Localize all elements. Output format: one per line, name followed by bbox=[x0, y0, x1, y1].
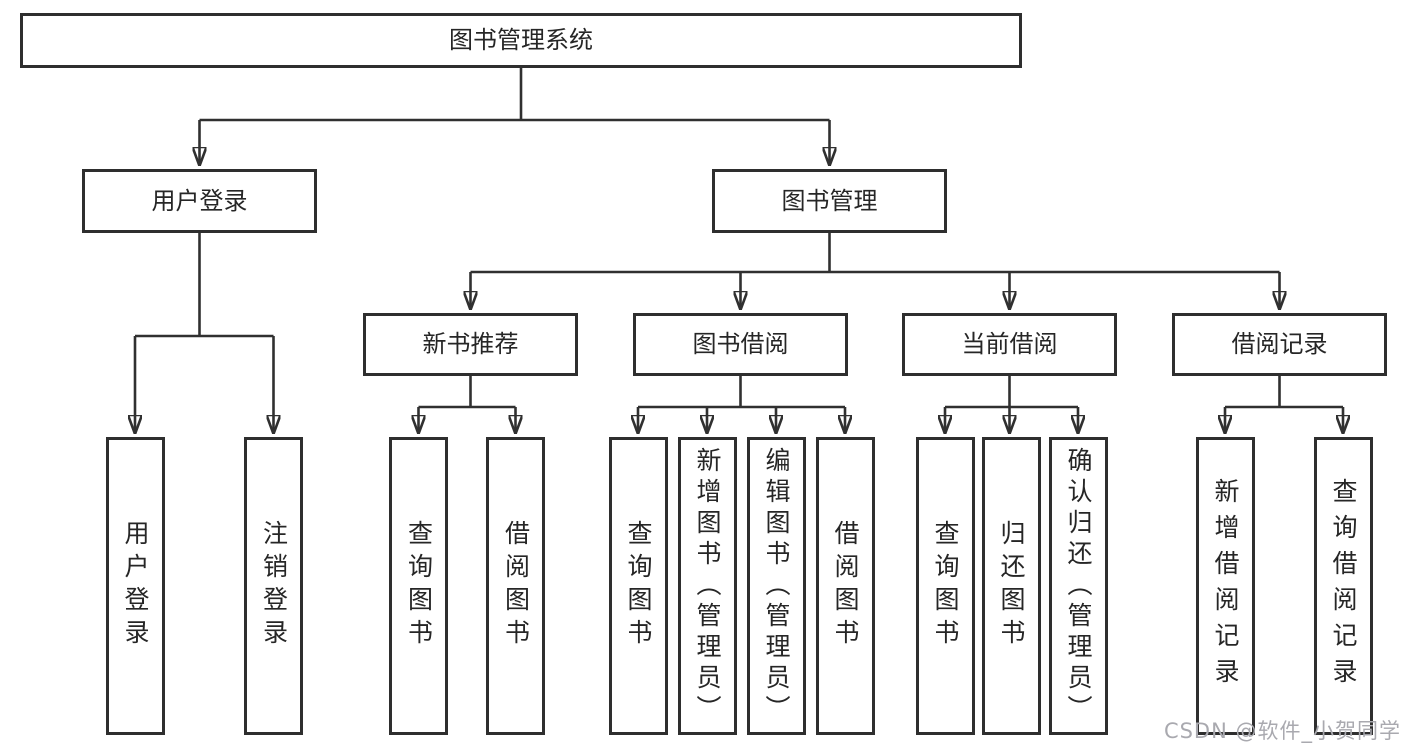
node-new-book-recommendation: 新书推荐 bbox=[363, 313, 578, 376]
leaf-edit-book-admin: 编辑图书（管理员） bbox=[746, 437, 806, 735]
connector-currentborrow-to-leaves bbox=[945, 374, 1078, 434]
leaf-return-book: 归还图书 bbox=[981, 437, 1041, 735]
connector-root-to-level2 bbox=[200, 66, 830, 166]
leaf-borrow-book-newrec: 借阅图书 bbox=[486, 437, 545, 735]
leaf-add-book-admin: 新增图书（管理员） bbox=[677, 437, 737, 735]
leaf-user-login: 用户登录 bbox=[105, 437, 165, 735]
node-book-management: 图书管理 bbox=[712, 169, 947, 233]
node-current-borrowing: 当前借阅 bbox=[902, 313, 1117, 376]
connector-borrowrecords-to-leaves bbox=[1225, 374, 1343, 434]
leaf-query-book-current: 查询图书 bbox=[915, 437, 975, 735]
connector-userlogin-to-leaves bbox=[135, 231, 274, 434]
connector-bookborrow-to-leaves bbox=[638, 374, 845, 434]
node-book-borrowing: 图书借阅 bbox=[633, 313, 848, 376]
leaf-logout: 注销登录 bbox=[244, 437, 303, 735]
node-user-login: 用户登录 bbox=[82, 169, 317, 233]
leaf-query-book-newrec: 查询图书 bbox=[389, 437, 448, 735]
node-root-system: 图书管理系统 bbox=[20, 13, 1022, 68]
leaf-borrow-book-borrow: 借阅图书 bbox=[815, 437, 875, 735]
leaf-confirm-return-admin: 确认归还（管理员） bbox=[1048, 437, 1108, 735]
connector-newbookrec-to-leaves bbox=[419, 374, 516, 434]
csdn-watermark: CSDN @软件_小贺同学 bbox=[1163, 719, 1401, 743]
node-borrowing-records: 借阅记录 bbox=[1172, 313, 1387, 376]
connector-bookmgmt-to-level3 bbox=[471, 231, 1280, 310]
leaf-query-book-borrow: 查询图书 bbox=[608, 437, 668, 735]
leaf-query-borrow-record: 查询借阅记录 bbox=[1313, 437, 1373, 735]
leaf-add-borrow-record: 新增借阅记录 bbox=[1195, 437, 1255, 735]
